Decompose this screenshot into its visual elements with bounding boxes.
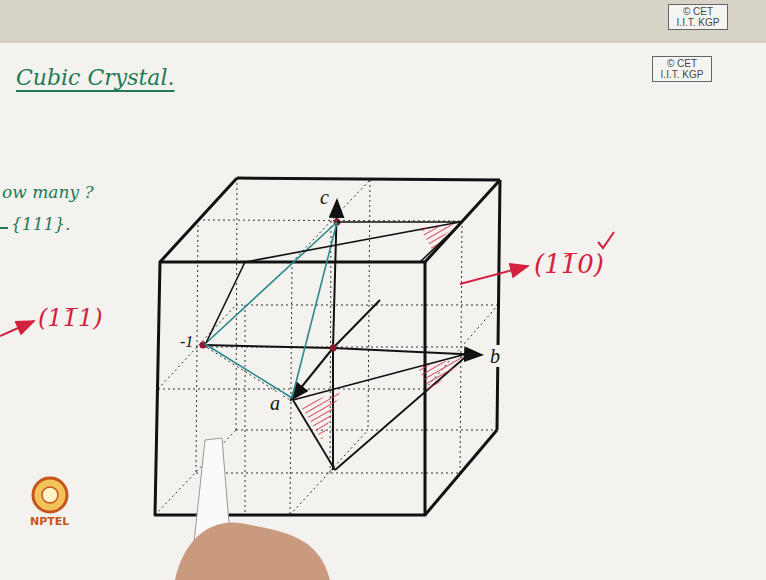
logo-text: NPTEL — [30, 516, 69, 528]
plane-index: (11̅0) — [534, 250, 604, 279]
note-text: {111}. — [11, 215, 70, 234]
plane-index: (11̅1) — [38, 305, 103, 331]
watermark: © CET I.I.T. KGP — [652, 56, 712, 82]
axis-label: b — [488, 345, 502, 367]
slide-title: Cubic Crystal. — [16, 66, 175, 90]
note-text: ow many ? — [2, 183, 94, 202]
watermark: © CET I.I.T. KGP — [668, 4, 728, 30]
axis-label: a — [268, 392, 282, 414]
axis-label: -1 — [178, 333, 195, 351]
axis-label: c — [318, 186, 331, 208]
